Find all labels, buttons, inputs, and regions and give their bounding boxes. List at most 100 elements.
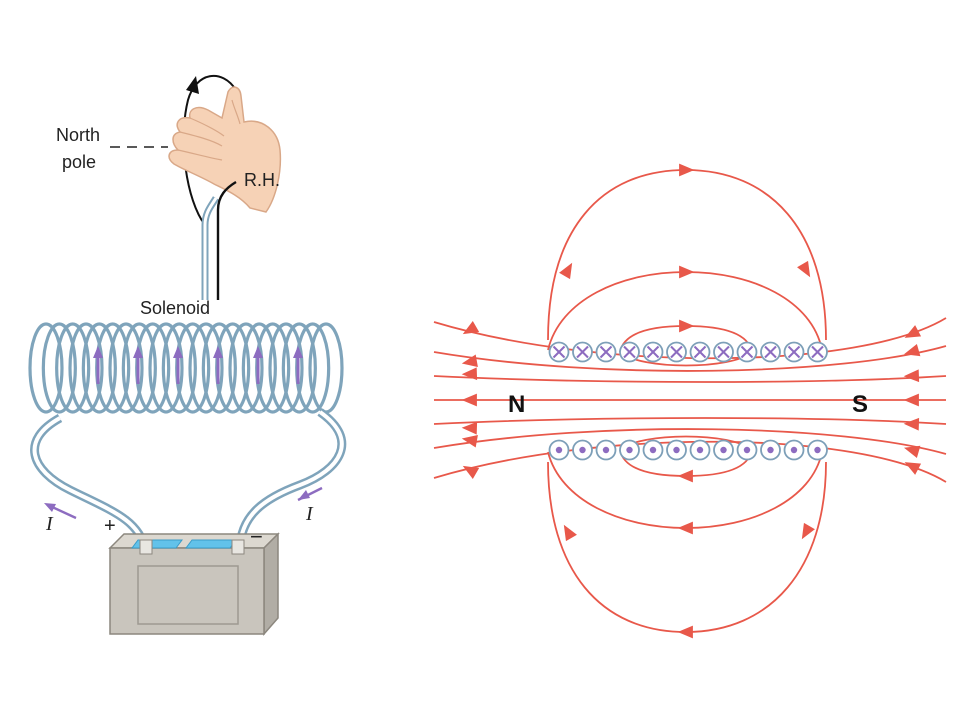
coil-turn [55,322,91,414]
wire-out-of-page-icon [619,439,640,461]
wire-out-of-page-icon [572,439,593,461]
current-arrowhead-right [298,490,310,500]
wire-out-of-page-icon [595,439,617,461]
field-arrow-icon [903,343,921,357]
wire-out-of-page-icon [713,439,734,461]
field-arrow-icon [461,434,478,448]
current-label-left: I [45,513,54,535]
wire-into-page-icon [760,341,781,363]
wire-out-of-page-icon [642,439,664,461]
north-pole-label: N [508,391,525,418]
field-arrow-icon [679,265,695,279]
lead-wire-left-inner [32,416,147,551]
north-pole-label-line1: North [56,125,100,145]
field-arrow-icon [679,163,695,177]
right-field-diagram: N S [433,163,947,639]
coil-current-arrowhead-icon [173,346,183,358]
coil-turn [28,322,64,414]
field-arrow-icon [903,445,921,459]
wire-into-page-icon [807,341,828,363]
coil-current-arrowhead-icon [93,346,103,358]
right-hand-icon [168,86,282,213]
field-arrow-icon [903,417,920,431]
coil-turn [268,322,304,414]
field-arrow-icon [904,462,922,475]
positive-terminal-label: + [104,515,116,537]
wire-into-page-icon [689,341,711,363]
wire-into-page-icon [713,341,734,363]
coil-turn [148,322,184,414]
solenoid-label: Solenoid [140,298,210,318]
field-arrow-icon [461,354,478,368]
current-arrowhead-left [44,503,56,512]
coil-current-arrowhead-icon [133,346,143,358]
field-arrow-icon [559,262,573,280]
coil-turn [188,322,224,414]
field-arrow-icon [677,521,693,535]
coil-turn [241,322,277,414]
coil-current-arrowhead-icon [253,346,263,358]
lead-wire-right-inner [238,410,344,551]
field-line [547,461,827,633]
wire-out-of-page-icon [783,439,805,461]
field-line [547,169,827,341]
wire-into-page-icon [572,341,593,363]
wire-into-page-icon [666,341,687,363]
wire-out-of-page-icon [666,439,687,461]
field-arrow-icon [801,522,815,540]
field-line [547,451,823,529]
wire-row-bottom [548,439,828,461]
coil-current-arrowhead-icon [293,346,303,358]
field-arrow-icon [679,319,695,333]
wire-into-page-icon [736,341,758,363]
wire-black [216,180,237,300]
coil-turn [281,322,317,414]
wire-out-of-page-icon [548,439,570,461]
field-arrow-icon [462,465,480,479]
wire-into-page-icon [595,341,617,363]
right-hand-label: R.H. [244,170,280,190]
wire-out-of-page-icon [760,439,781,461]
coil-turn [161,322,197,414]
wire-blue-inner [203,197,218,300]
field-line [433,428,947,455]
coil-turn [68,322,104,414]
field-line [433,345,947,372]
field-line [547,271,823,351]
left-solenoid-illustration: North pole R.H. Solenoid I I + − [28,74,347,636]
coil-turn [121,322,157,414]
field-line [433,375,947,383]
field-line [433,417,947,425]
wire-into-page-icon [548,341,570,363]
field-arrow-icon [563,524,577,542]
wire-out-of-page-icon [736,439,758,461]
battery [108,532,280,636]
coil-turn [41,322,77,414]
field-arrow-icon [677,469,693,483]
negative-terminal-label: − [250,524,263,549]
wire-out-of-page-icon [807,439,828,461]
current-arrow-left-icon [49,504,77,520]
north-pole-label-line2: pole [62,152,96,172]
wire-into-page-icon [619,341,640,363]
wire-into-page-icon [642,341,664,363]
field-arrow-icon [461,367,478,381]
field-arrow-icon [797,260,811,278]
solenoid-coil [28,322,344,414]
coil-turn [228,322,264,414]
rh-field-arrow-icon [186,76,199,94]
wire-out-of-page-icon [689,439,711,461]
field-arrow-icon [903,393,919,407]
current-label-right: I [305,503,314,525]
field-arrow-icon [677,625,693,639]
coil-turn [201,322,237,414]
field-arrow-icon [461,393,477,407]
wire-into-page-icon [783,341,805,363]
coil-turn [108,322,144,414]
rh-field-loop [182,74,237,226]
field-arrow-icon [461,421,478,435]
coil-turn [81,322,117,414]
field-arrow-icon [903,369,920,383]
